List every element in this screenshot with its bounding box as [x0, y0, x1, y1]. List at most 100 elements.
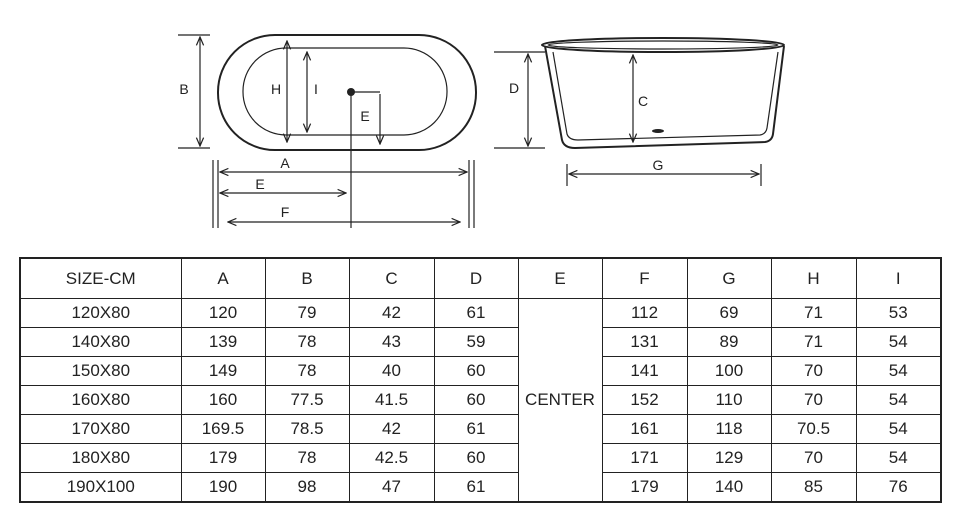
- table-cell: 53: [855, 298, 942, 328]
- size-cell: 180X80: [19, 443, 182, 473]
- column-header: E: [517, 257, 603, 299]
- tub-inner-outline: [242, 47, 448, 136]
- tub-outer-outline: [217, 34, 477, 151]
- table-cell: 42: [348, 298, 435, 328]
- table-cell: 54: [855, 356, 942, 386]
- table-cell: 152: [601, 385, 688, 415]
- label-b: B: [179, 81, 188, 97]
- drain-icon: [652, 129, 664, 133]
- drain-icon: [347, 88, 355, 96]
- table-cell: 54: [855, 327, 942, 357]
- size-cell: 160X80: [19, 385, 182, 415]
- table-cell: 78.5: [264, 414, 350, 444]
- e-value-cell: CENTER: [517, 298, 603, 503]
- table-cell: 140: [686, 472, 772, 503]
- tub-rim: [541, 37, 785, 53]
- table-cell: 112: [601, 298, 688, 328]
- table-cell: 41.5: [348, 385, 435, 415]
- table-cell: 77.5: [264, 385, 350, 415]
- table-cell: 79: [264, 298, 350, 328]
- table-cell: 61: [433, 298, 519, 328]
- table-cell: 131: [601, 327, 688, 357]
- top-view: [178, 34, 477, 228]
- table-cell: 71: [770, 327, 857, 357]
- table-cell: 160: [180, 385, 266, 415]
- table-cell: 161: [601, 414, 688, 444]
- table-cell: 42.5: [348, 443, 435, 473]
- size-cell: 150X80: [19, 356, 182, 386]
- label-a: A: [280, 155, 290, 171]
- table-cell: 179: [180, 443, 266, 473]
- size-cell: 120X80: [19, 298, 182, 328]
- table-cell: 70: [770, 385, 857, 415]
- bathtub-dimension-diagram: B H I E A E F D C G: [178, 34, 785, 228]
- size-cell: 190X100: [19, 472, 182, 503]
- table-cell: 190: [180, 472, 266, 503]
- table-cell: 118: [686, 414, 772, 444]
- table-cell: 139: [180, 327, 266, 357]
- column-header: B: [264, 257, 350, 299]
- table-cell: 70: [770, 443, 857, 473]
- label-e-drain: E: [360, 108, 369, 124]
- table-cell: 179: [601, 472, 688, 503]
- table-cell: 71: [770, 298, 857, 328]
- table-cell: 78: [264, 327, 350, 357]
- table-cell: 59: [433, 327, 519, 357]
- label-c: C: [638, 93, 648, 109]
- table-cell: 70: [770, 356, 857, 386]
- label-h: H: [271, 81, 281, 97]
- table-cell: 69: [686, 298, 772, 328]
- table-cell: 85: [770, 472, 857, 503]
- table-cell: 100: [686, 356, 772, 386]
- table-cell: 78: [264, 443, 350, 473]
- side-view: [494, 37, 785, 186]
- column-header: I: [855, 257, 942, 299]
- table-cell: 76: [855, 472, 942, 503]
- label-e: E: [255, 176, 264, 192]
- size-cell: 170X80: [19, 414, 182, 444]
- table-cell: 60: [433, 385, 519, 415]
- table-cell: 78: [264, 356, 350, 386]
- table-cell: 60: [433, 443, 519, 473]
- table-cell: 149: [180, 356, 266, 386]
- table-cell: 60: [433, 356, 519, 386]
- column-header: G: [686, 257, 772, 299]
- label-d: D: [509, 80, 519, 96]
- table-cell: 54: [855, 443, 942, 473]
- table-cell: 98: [264, 472, 350, 503]
- table-cell: 47: [348, 472, 435, 503]
- table-cell: 129: [686, 443, 772, 473]
- table-cell: 89: [686, 327, 772, 357]
- table-cell: 120: [180, 298, 266, 328]
- table-cell: 110: [686, 385, 772, 415]
- table-cell: 169.5: [180, 414, 266, 444]
- size-cell: 140X80: [19, 327, 182, 357]
- column-header: H: [770, 257, 857, 299]
- column-header: D: [433, 257, 519, 299]
- tub-body-outline: [544, 45, 785, 150]
- column-header: C: [348, 257, 435, 299]
- column-header: F: [601, 257, 688, 299]
- table-cell: 42: [348, 414, 435, 444]
- label-g: G: [653, 157, 664, 173]
- column-header: SIZE-CM: [19, 257, 182, 299]
- table-cell: 141: [601, 356, 688, 386]
- column-header: A: [180, 257, 266, 299]
- table-cell: 61: [433, 472, 519, 503]
- label-i: I: [314, 81, 318, 97]
- table-cell: 40: [348, 356, 435, 386]
- table-cell: 70.5: [770, 414, 857, 444]
- table-cell: 171: [601, 443, 688, 473]
- table-cell: 54: [855, 414, 942, 444]
- table-cell: 43: [348, 327, 435, 357]
- table-cell: 54: [855, 385, 942, 415]
- label-f: F: [281, 204, 290, 220]
